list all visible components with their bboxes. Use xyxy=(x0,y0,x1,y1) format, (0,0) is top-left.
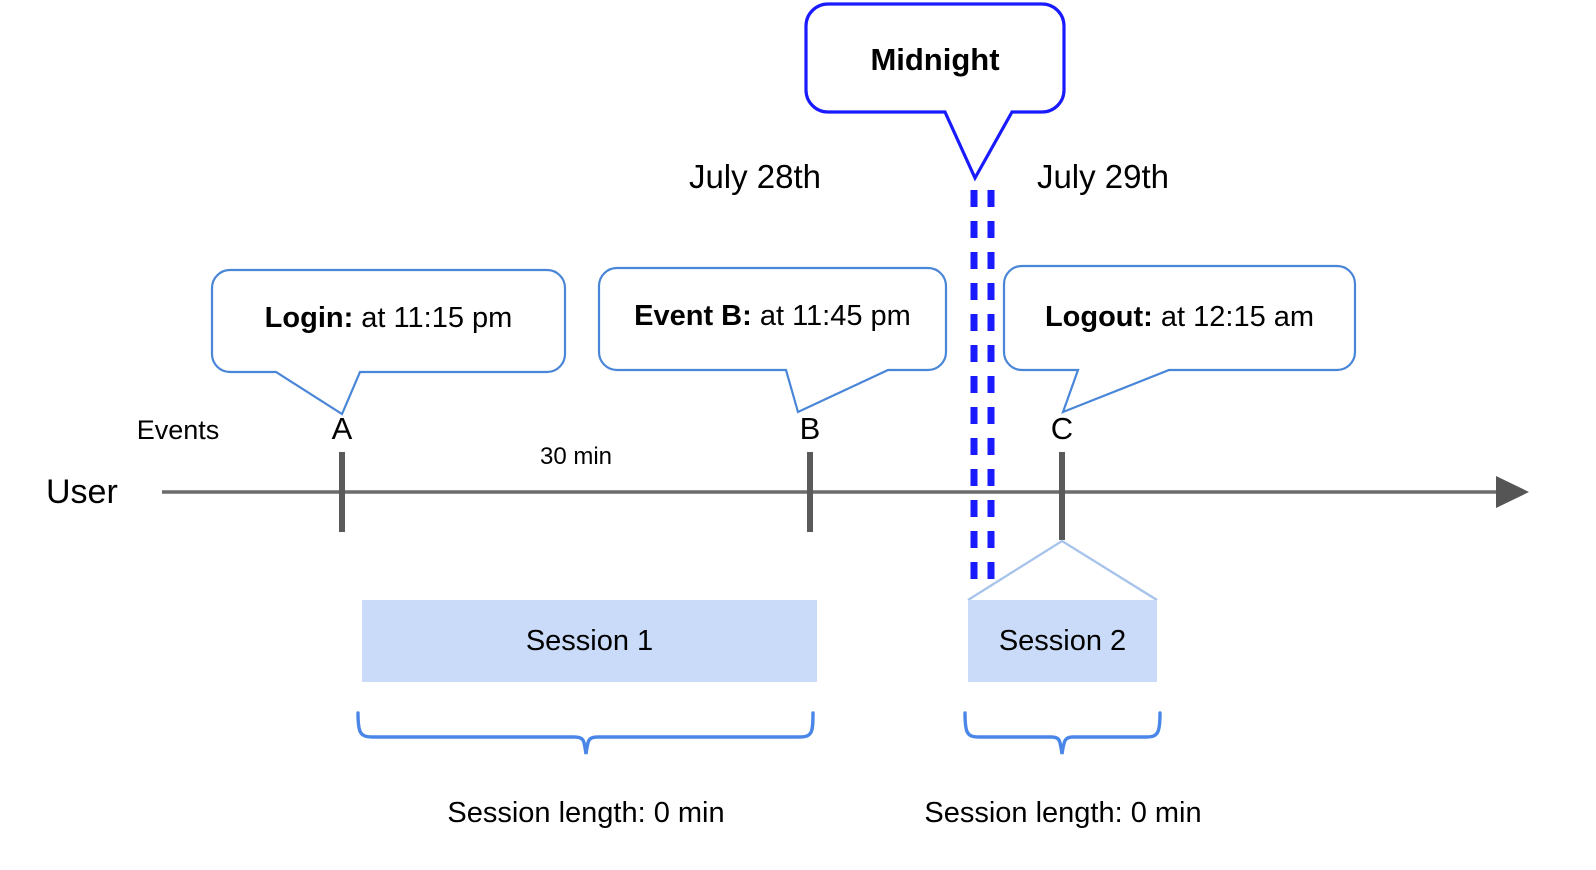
timeline-ticks xyxy=(339,452,1065,540)
logout-callout-detail: at 12:15 am xyxy=(1152,301,1315,333)
logout-callout-text: Logout: at 12:15 am xyxy=(1004,301,1355,334)
tick-label-a: A xyxy=(331,411,353,446)
date-label-july-29: July 29th xyxy=(1036,158,1170,195)
midnight-callout-label: Midnight xyxy=(870,42,1000,77)
login-callout-lead: Login: xyxy=(264,302,354,334)
eventb-callout-detail: at 11:45 pm xyxy=(751,300,911,332)
eventb-callout-shape xyxy=(597,266,948,414)
login-callout-text: Login: at 11:15 pm xyxy=(212,302,565,335)
user-lane-label: User xyxy=(46,473,118,511)
session-1-length-label: Session length: 0 min xyxy=(447,797,725,829)
date-label-july-28: July 28th xyxy=(688,158,822,195)
logout-callout-shape xyxy=(1002,264,1357,414)
midnight-callout-shape xyxy=(804,2,1066,182)
tick-label-b: B xyxy=(799,411,821,446)
tick-label-c: C xyxy=(1050,411,1074,446)
eventb-callout-text: Event B: at 11:45 pm xyxy=(599,300,946,333)
session1-brace xyxy=(356,711,815,755)
session2-brace xyxy=(963,711,1162,755)
session-2-label: Session 2 xyxy=(998,625,1127,657)
midnight-divider-lines xyxy=(970,190,995,586)
logout-callout-lead: Logout: xyxy=(1044,301,1153,333)
session-1-label: Session 1 xyxy=(525,625,654,657)
login-callout-detail: at 11:15 pm xyxy=(353,302,513,334)
eventb-callout-lead: Event B: xyxy=(634,300,752,332)
session2-funnel xyxy=(967,539,1158,602)
gap-duration-label: 30 min xyxy=(539,443,613,470)
events-row-label: Events xyxy=(136,415,220,445)
login-callout-shape xyxy=(210,268,567,416)
timeline-axis xyxy=(162,476,1529,508)
session-2-length-label: Session length: 0 min xyxy=(924,797,1202,829)
